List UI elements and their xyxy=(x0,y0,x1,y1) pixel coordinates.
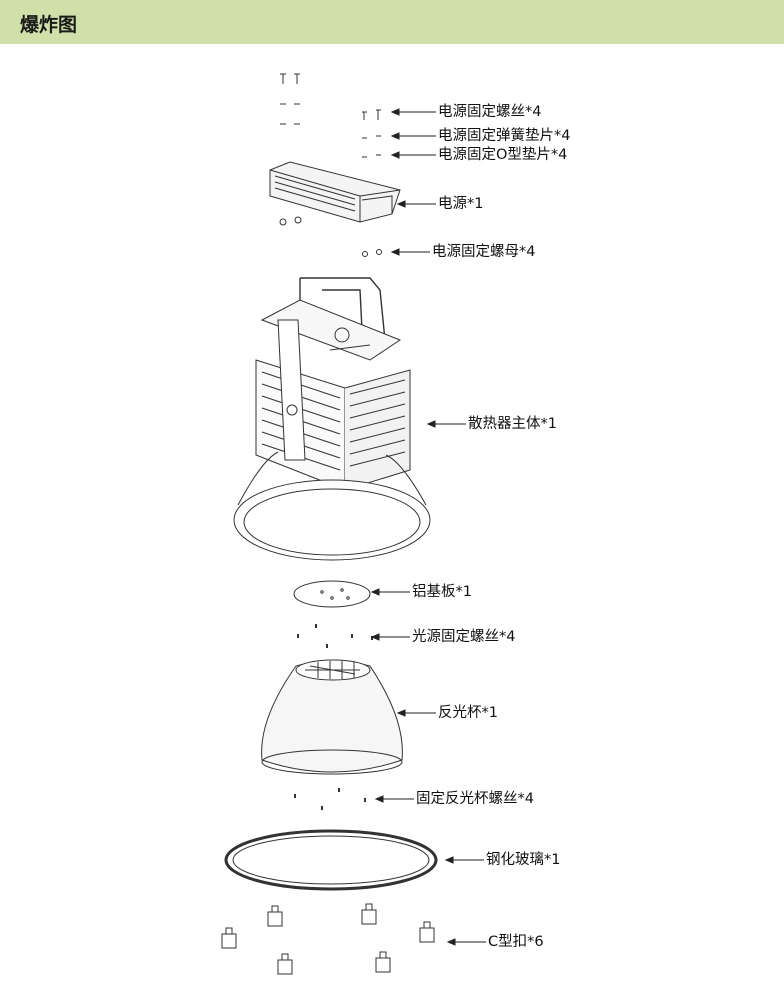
label-heatsink: 散热器主体*1 xyxy=(468,416,557,432)
label-light-screws: 光源固定螺丝*4 xyxy=(412,629,516,645)
label-aluminum-board: 铝基板*1 xyxy=(412,584,472,600)
reflector-cup xyxy=(261,659,403,775)
label-spring-washers: 电源固定弹簧垫片*4 xyxy=(438,128,571,144)
power-supply xyxy=(269,161,401,223)
reflector-screws xyxy=(294,788,366,810)
light-source-screws xyxy=(297,624,373,648)
spring-washers xyxy=(280,103,300,125)
label-power-screws: 电源固定螺丝*4 xyxy=(438,104,542,120)
label-power-supply: 电源*1 xyxy=(438,196,484,212)
label-tempered-glass: 钢化玻璃*1 xyxy=(486,852,561,868)
c-clips xyxy=(221,903,435,975)
power-nuts xyxy=(279,216,382,257)
label-reflector: 反光杯*1 xyxy=(438,705,498,721)
aluminum-board xyxy=(293,580,371,608)
label-c-clips: C型扣*6 xyxy=(488,934,544,950)
label-o-washers: 电源固定O型垫片*4 xyxy=(438,147,568,163)
power-screws-right xyxy=(362,109,381,158)
header-bar: 爆炸图 xyxy=(0,0,784,44)
page-title: 爆炸图 xyxy=(20,14,78,36)
heatsink-body xyxy=(233,277,431,561)
leader-lines xyxy=(370,108,486,946)
tempered-glass xyxy=(224,829,438,891)
label-reflector-screws: 固定反光杯螺丝*4 xyxy=(416,791,534,807)
label-power-nuts: 电源固定螺母*4 xyxy=(432,244,536,260)
power-screws xyxy=(280,73,300,84)
